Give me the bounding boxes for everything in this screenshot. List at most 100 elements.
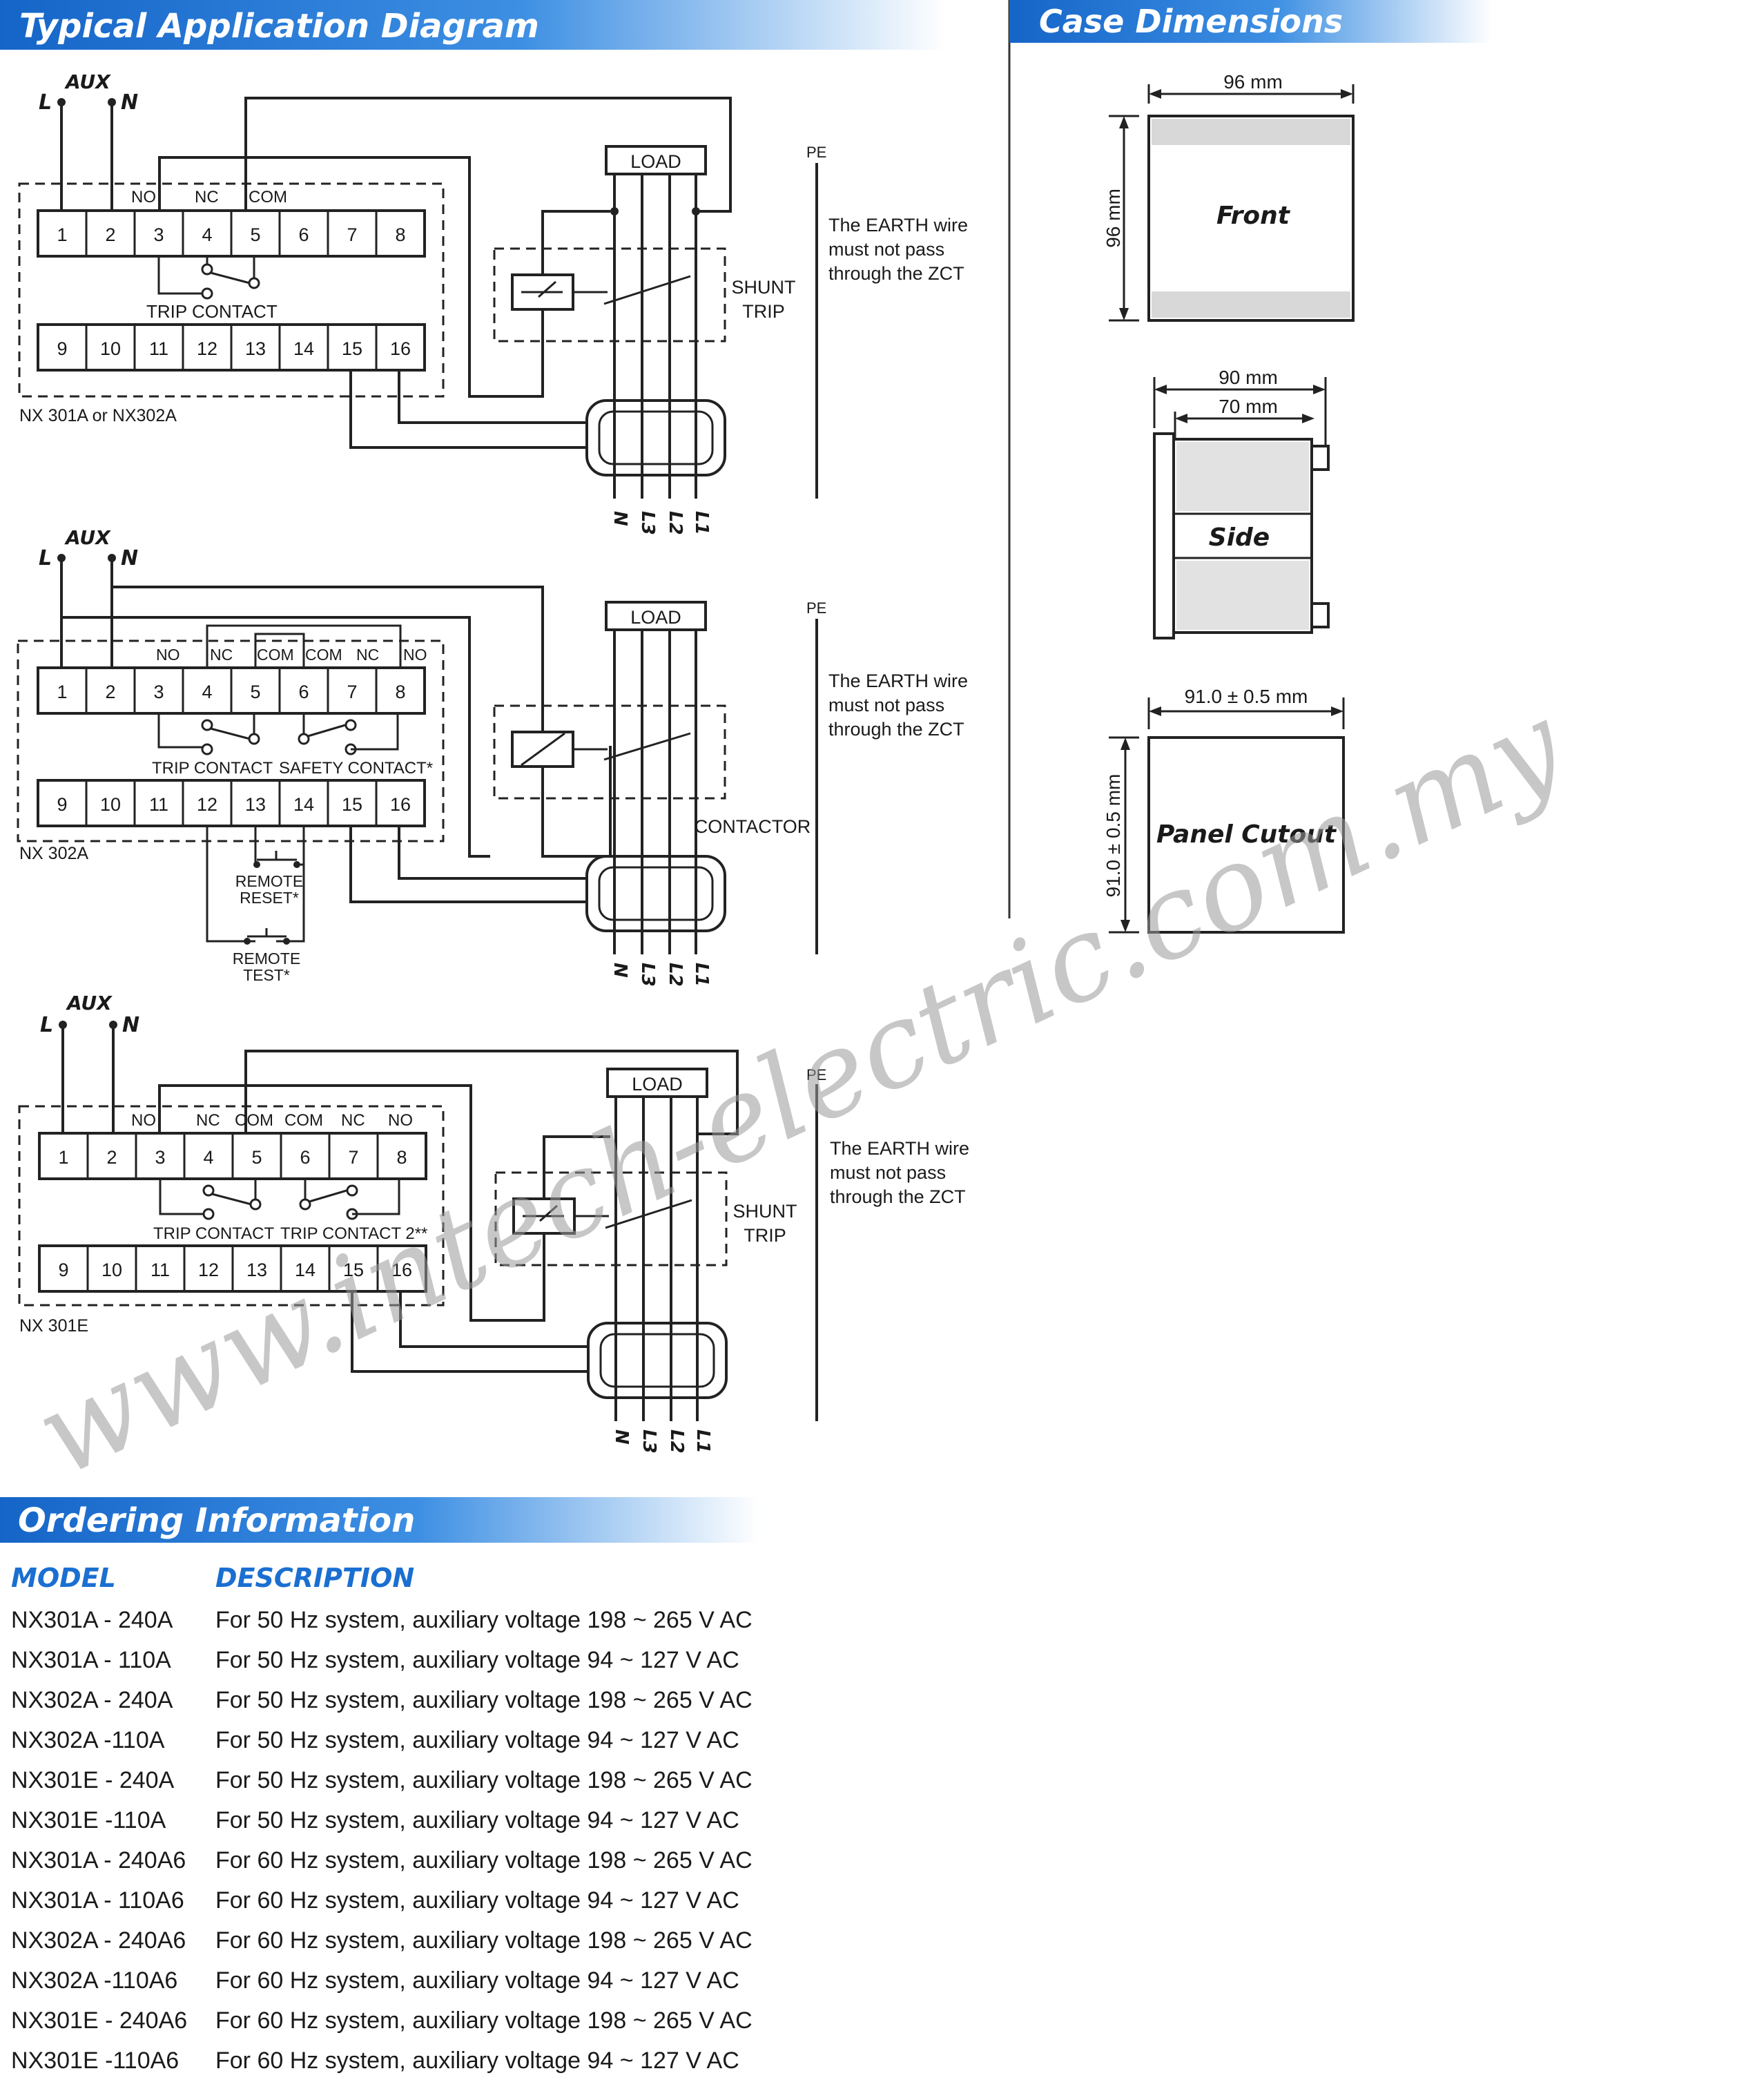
remote-test-label: REMOTE <box>233 950 300 967</box>
terminal: 15 <box>343 1260 364 1280</box>
aux-label: AUX <box>64 70 111 93</box>
pe-label: PE <box>806 1066 826 1083</box>
terminal: 11 <box>151 1260 170 1280</box>
terminal: 14 <box>293 338 314 359</box>
contact-label: TRIP CONTACT 2** <box>280 1224 427 1243</box>
terminal: 2 <box>105 224 115 245</box>
ordering-table: MODEL DESCRIPTION NX301A - 240A For 50 H… <box>11 1563 753 2074</box>
side-width1-label: 90 mm <box>1219 367 1278 388</box>
terminal: 16 <box>390 794 411 815</box>
terminal: 14 <box>293 794 314 815</box>
terminal: 3 <box>153 682 164 702</box>
terminal: 9 <box>57 794 67 815</box>
cutout-label: Panel Cutout <box>1156 820 1337 849</box>
l-label: L <box>39 546 52 570</box>
model-cell: NX301A - 240A6 <box>11 1847 186 1873</box>
earth-note: must not pass <box>828 239 944 260</box>
terminal: 15 <box>342 338 362 359</box>
terminal: 11 <box>149 338 168 359</box>
terminal: 15 <box>342 794 362 815</box>
zct <box>587 1322 728 1399</box>
device-label: TRIP <box>744 1225 786 1246</box>
header-bar-typical <box>0 0 946 50</box>
phase-label: N <box>610 511 630 526</box>
earth-note: through the ZCT <box>828 263 964 284</box>
description-cell: For 50 Hz system, auxiliary voltage 198 … <box>215 1607 753 1633</box>
diagram-nx301a-nx302a: AUX L N NO NC COM 1 2 3 4 5 6 7 8 <box>18 70 968 535</box>
terminal: 13 <box>245 794 266 815</box>
load-label: LOAD <box>630 151 681 172</box>
case-dimensions: 96 mm Front 96 mm 90 mm 70 mm Side 91.0 … <box>1103 71 1355 934</box>
terminal: 14 <box>295 1260 316 1280</box>
device-label: SHUNT <box>732 277 796 298</box>
terminal: 9 <box>57 338 67 359</box>
phase-label: L2 <box>666 1429 687 1454</box>
pe-label: PE <box>806 144 826 161</box>
header-ordering: Ordering Information <box>18 1501 415 1540</box>
model-label: NX 302A <box>19 844 88 863</box>
top-label: NO <box>403 646 427 664</box>
front-view <box>1147 115 1355 322</box>
terminal: 2 <box>106 1147 117 1168</box>
contact-label: TRIP CONTACT <box>153 1224 274 1243</box>
remote-test-label: TEST* <box>243 966 290 984</box>
terminal: 1 <box>57 224 67 245</box>
terminal: 7 <box>348 1147 358 1168</box>
side-view-flange <box>1153 432 1175 639</box>
terminal-row-bottom: 9 10 11 12 13 14 15 16 <box>37 323 426 372</box>
remote-reset-label: RESET* <box>240 889 299 907</box>
load-box <box>605 145 707 175</box>
top-label: NC <box>356 646 379 664</box>
col-header-description: DESCRIPTION <box>215 1563 414 1593</box>
terminal: 5 <box>250 682 260 702</box>
load-box <box>606 1068 708 1098</box>
n-label: N <box>121 90 138 115</box>
terminal: 8 <box>396 1147 407 1168</box>
top-label: COM <box>284 1111 323 1130</box>
aux-label: AUX <box>64 526 111 549</box>
terminal: 7 <box>347 682 357 702</box>
description-cell: For 60 Hz system, auxiliary voltage 198 … <box>215 1847 753 1873</box>
model-cell: NX302A - 240A <box>11 1687 173 1713</box>
terminal: 1 <box>57 682 67 702</box>
terminal: 11 <box>149 794 168 815</box>
model-cell: NX302A - 240A6 <box>11 1927 186 1954</box>
terminal: 9 <box>58 1260 68 1280</box>
diagram-nx302a: AUX L N NO NC COM COM NC NO 1 2 3 4 5 6 … <box>17 526 968 987</box>
terminal: 1 <box>58 1147 68 1168</box>
terminal: 5 <box>250 224 260 245</box>
description-cell: For 60 Hz system, auxiliary voltage 94 ~… <box>215 1887 739 1914</box>
model-cell: NX301E -110A <box>11 1807 166 1833</box>
description-cell: For 60 Hz system, auxiliary voltage 94 ~… <box>215 2048 739 2074</box>
top-label: NO <box>131 1111 156 1130</box>
terminal: 5 <box>251 1147 262 1168</box>
remote-reset-label: REMOTE <box>235 872 303 890</box>
load-box <box>605 601 707 631</box>
terminal-row-bottom: 9 10 11 12 13 14 15 16 <box>37 779 426 827</box>
header-bar-case <box>1009 0 1493 43</box>
terminal: 3 <box>155 1147 165 1168</box>
phase-label: L3 <box>637 511 658 535</box>
terminal: 16 <box>390 338 411 359</box>
zct <box>585 399 726 476</box>
terminal: 13 <box>245 338 266 359</box>
model-label: NX 301E <box>19 1316 88 1336</box>
header-bar-ordering <box>0 1497 759 1543</box>
load-label: LOAD <box>632 1074 683 1095</box>
phase-label: L2 <box>665 963 686 987</box>
terminal-row-top: 1 2 3 4 5 6 7 8 <box>37 209 426 258</box>
l-label: L <box>39 90 52 115</box>
terminal: 8 <box>395 224 405 245</box>
phase-label: L1 <box>691 511 712 535</box>
front-label: Front <box>1216 202 1291 230</box>
terminal-row-top: 1 2 3 4 5 6 7 8 <box>38 1132 427 1180</box>
top-label: COM <box>249 188 287 206</box>
terminal: 6 <box>298 224 309 245</box>
terminal: 12 <box>197 338 217 359</box>
relay-boundary <box>18 1105 445 1307</box>
cutout-width-label: 91.0 ± 0.5 mm <box>1185 686 1308 707</box>
model-cell: NX301A - 110A <box>11 1647 171 1673</box>
model-cell: NX301E - 240A <box>11 1767 175 1793</box>
contact-label: TRIP CONTACT <box>152 759 273 778</box>
side-width2-label: 70 mm <box>1219 396 1278 417</box>
